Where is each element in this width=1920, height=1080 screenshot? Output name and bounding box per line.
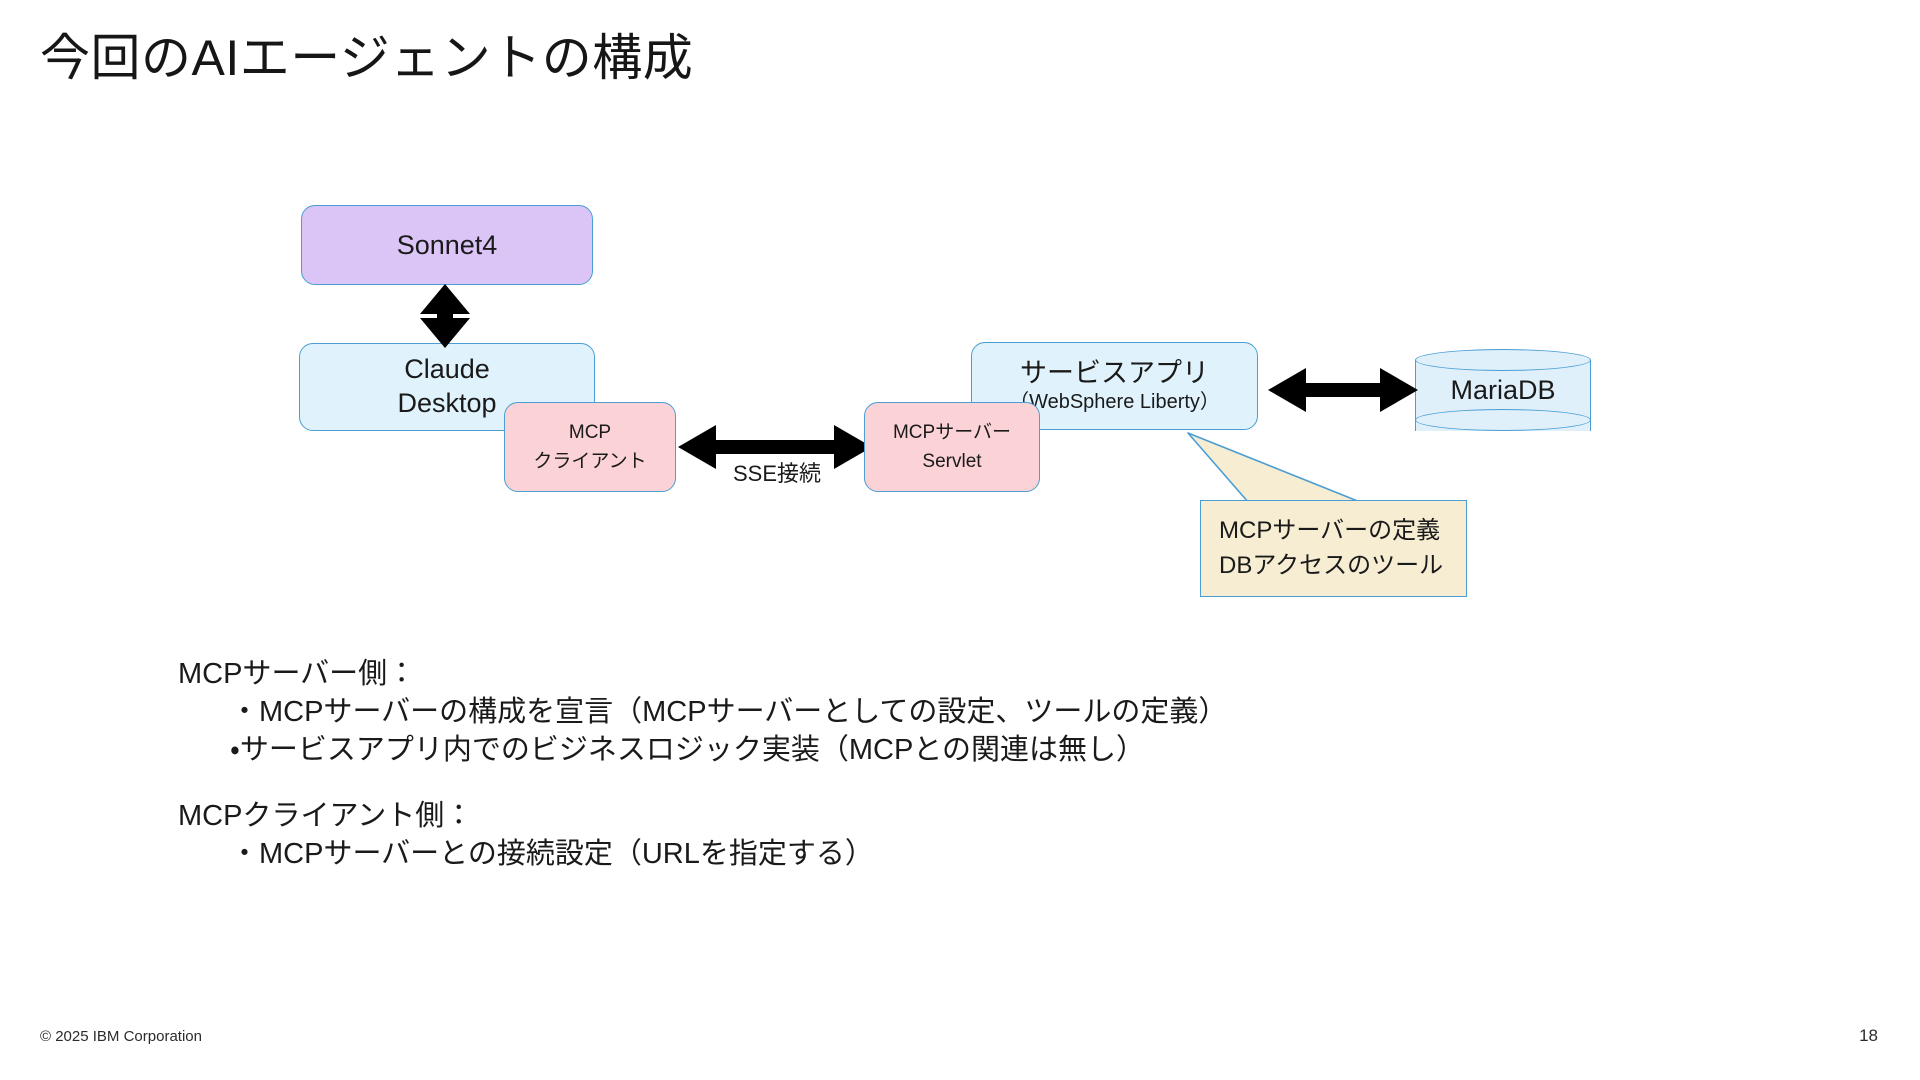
callout-line1: MCPサーバーの定義 <box>1219 516 1441 544</box>
node-mcp-server-line1: MCPサーバー <box>892 421 1012 443</box>
body-line: MCPサーバー側： <box>178 658 417 690</box>
node-mariadb[interactable]: MariaDB <box>1415 349 1591 431</box>
body-text-block: MCPサーバー側： ・MCPサーバーの構成を宣言（MCPサーバーとしての設定、ツー… <box>178 660 1227 878</box>
callout-line2: DBアクセスのツール <box>1219 551 1444 579</box>
arrow-sonnet-claude <box>420 284 470 348</box>
footer-page-number: 18 <box>1859 1026 1878 1045</box>
node-mcp-server-line2: Servlet <box>922 451 982 472</box>
body-line-spacer <box>178 774 1227 802</box>
node-mcp-client-line1: MCP <box>568 421 612 443</box>
node-service-app-line2: （WebSphere Liberty） <box>1009 390 1220 413</box>
callout-mcp-definition[interactable]: MCPサーバーの定義 DBアクセスのツール <box>1200 500 1467 597</box>
body-line: ・MCPサーバーとの接続設定（URLを指定する） <box>230 838 874 870</box>
footer-copyright: © 2025 IBM Corporation <box>40 1028 202 1045</box>
node-mcp-client-line2: クライアント <box>533 451 647 472</box>
node-claude-desktop-line1: Claude <box>404 354 490 385</box>
edge-label-sse: SSE接続 <box>733 461 822 486</box>
arrow-app-db <box>1268 368 1418 412</box>
node-sonnet4[interactable]: Sonnet4 <box>301 205 593 285</box>
node-mcp-client[interactable]: MCP クライアント <box>504 402 676 492</box>
body-line: ・サービスアプリ内でのビジネスロジック実装（MCPとの関連は無し） <box>230 734 1146 766</box>
node-service-app[interactable]: サービスアプリ （WebSphere Liberty） <box>971 342 1258 430</box>
node-mcp-server[interactable]: MCPサーバー Servlet <box>864 402 1040 492</box>
cylinder-top-ellipse <box>1415 349 1591 371</box>
body-line: MCPクライアント側： <box>178 800 474 832</box>
node-claude-desktop-line2: Desktop <box>397 388 497 418</box>
node-sonnet4-label: Sonnet4 <box>396 229 498 260</box>
body-line: ・MCPサーバーの構成を宣言（MCPサーバーとしての設定、ツールの定義） <box>230 696 1228 728</box>
page-title: 今回のAIエージェントの構成 <box>40 30 694 86</box>
node-service-app-line1: サービスアプリ <box>1020 358 1209 389</box>
cylinder-bottom-ellipse <box>1415 409 1591 431</box>
node-mariadb-label: MariaDB <box>1450 374 1556 405</box>
